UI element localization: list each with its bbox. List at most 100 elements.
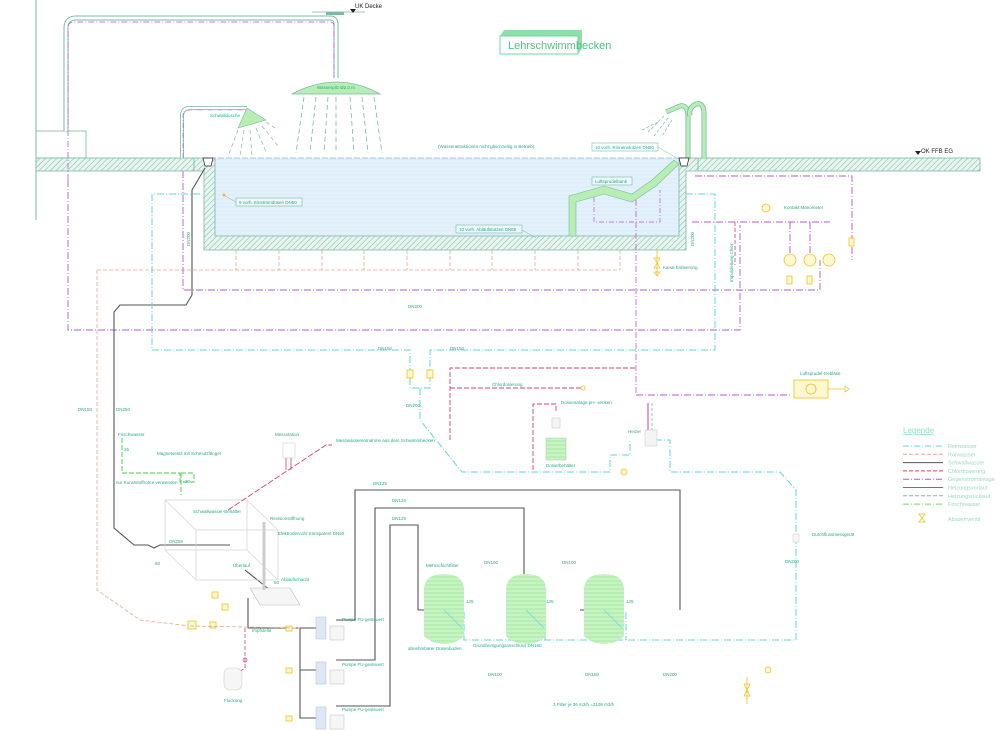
- legend: Legende ReinwasserRohwasserSchwallwasser…: [903, 426, 995, 523]
- pump-2-label: Pumpe FU-gesteuert: [342, 662, 385, 667]
- legend-item: Reinwasser: [903, 444, 977, 450]
- dosing-unit: Dosierbehälter: [545, 417, 576, 468]
- clean-water-valves: [406, 369, 628, 476]
- size-20: 20: [185, 479, 191, 484]
- pipe-size-dn100-bottom: DN100: [488, 672, 503, 677]
- chlorination-label: Chlordosierung: [492, 382, 523, 387]
- inspection-opening-label: Revisionsöffnung: [270, 516, 305, 521]
- gutter-outlets-label: 10 vorh. Rinnenstutzen DN80: [595, 145, 655, 150]
- pipe-size-dn100-2: DN100: [562, 560, 577, 565]
- drain-shaft-label: Ablaufschacht: [281, 577, 310, 582]
- plastic-pipe-note: nur Kunststoffrohre verwenden: [116, 480, 178, 485]
- pipe-size-dn200-right: DN200: [690, 231, 695, 246]
- legend-item: Chlordosierung: [903, 469, 985, 475]
- outlet-nozzles-label: 10 vorh. Abläufstutzen DN65: [459, 227, 517, 232]
- pipe-size-dn125-3: DN125: [392, 516, 407, 521]
- legend-label: Chlordosierung: [948, 469, 985, 475]
- legend-item: Gegenstromanlage: [903, 477, 995, 483]
- contact-manometer-label: Kontakt Manometer: [784, 205, 824, 210]
- drawing-title: Lehrschwimmbecken: [508, 40, 611, 52]
- counter-current-equipment: [761, 203, 855, 285]
- floor-drain-lines: [96, 250, 621, 627]
- pool-basin: (Wasserattraktionen nicht gleichzeitig i…: [193, 144, 699, 395]
- drain-shaft: [249, 522, 301, 606]
- ph-dosing-label: Dosieranlage pH- senken: [561, 400, 612, 405]
- dosing-tank-label: Dosierbehälter: [546, 463, 576, 468]
- injection-point-label: Impfstelle: [252, 628, 272, 633]
- pipe-size-dn200-mid: DN200: [406, 403, 421, 408]
- counter-current-lines: [67, 171, 853, 396]
- measurement-station-label: Messstation: [275, 432, 300, 437]
- surge-tank-label: Schwallwasser-Behälter: [193, 509, 242, 514]
- electrode-probe-label: Elektrodenrohr transparent DN50: [278, 531, 345, 536]
- pump-1: Pumpe FU-gesteuert: [315, 616, 385, 641]
- filter-capacity-note: 3 Filter je 36 m3/h =3108 m3/h: [553, 702, 615, 707]
- legend-armature-icon: [918, 513, 926, 523]
- pump-3-label: Pumpe FU-gesteuert: [342, 707, 385, 712]
- air-blower-label: Luftsprudel-Gebläse: [800, 371, 841, 376]
- filter-1: [424, 574, 464, 644]
- channel-drain: Kanal Entleerung: [653, 250, 698, 277]
- pipe-size-dn150-bottom: DN150: [585, 672, 600, 677]
- pipe-size-dn200-left: DN200: [186, 231, 191, 246]
- outlet-valve: [743, 666, 772, 704]
- pipe-size-dn150-b: DN150: [450, 346, 465, 351]
- legend-item: Heizungsvorlauf: [903, 486, 988, 492]
- pipe-size-dn150-a: DN150: [378, 346, 393, 351]
- backwash-connection-label: Grundreinigungsanschluss DN150: [473, 643, 542, 648]
- pipe-size-dn125-1: DN125: [373, 481, 388, 486]
- filter-3: [584, 574, 624, 644]
- removable-nozzles-label: abnehmbarer Düsenboden: [408, 646, 462, 651]
- filter-size-125a: 125: [466, 599, 474, 604]
- neck-shower: Schwalldusche: [180, 106, 279, 158]
- size-50b: 50: [274, 580, 280, 585]
- pipe-size-dn250-left: DN250: [116, 407, 131, 412]
- overflow-label: Überlauf: [233, 562, 251, 568]
- flow-meter-label: Durchflussmessgerät: [812, 532, 855, 537]
- legend-label: Heizungsvorlauf: [948, 486, 988, 492]
- size-25: 25: [124, 447, 130, 452]
- building-structure: UK Decke OK FFB EG: [35, 0, 981, 220]
- legend-label: Reinwasser: [948, 444, 977, 450]
- sample-water-line: [227, 444, 332, 511]
- ceiling-level-label: UK Decke: [355, 4, 383, 10]
- floor-level-label: OK FFB EG: [921, 149, 953, 155]
- pump-1-label: Pumpe FU-gesteuert: [342, 617, 385, 622]
- pool-note: (Wasserattraktionen nicht gleichzeitig i…: [438, 144, 535, 149]
- heater: Heizer: [628, 403, 658, 447]
- chlorination-lines: [449, 367, 635, 470]
- water-mushroom: Wasserpilz Ø2,0 m: [291, 81, 383, 154]
- floor-slab-right: [697, 157, 981, 172]
- flocculation-label: Flockung: [224, 698, 243, 703]
- measurement-station: Messstation: [275, 432, 300, 470]
- filter-2: [506, 574, 546, 644]
- legend-item: Rohwasser: [903, 452, 976, 458]
- inlet-nozzles-label: 9 vorh. Einströmdüsen DN50: [239, 200, 297, 205]
- heater-label: Heizer: [628, 429, 642, 434]
- air-blower: Luftsprudel-Gebläse: [793, 371, 850, 399]
- fresh-water-label: Frischwasser: [118, 432, 145, 437]
- legend-label: Frischwasser: [948, 502, 981, 508]
- gooseneck-jets: 10 vorh. Rinnenstutzen DN80: [591, 101, 707, 161]
- legend-label: Rohwasser: [948, 452, 976, 458]
- legend-item: Schwallwasser: [903, 461, 985, 467]
- pipe-size-dn200-bottom: DN200: [663, 672, 678, 677]
- pumps: Pumpe FU-gesteuert Pumpe FU-gesteuert Pu…: [315, 616, 385, 730]
- tank-dn250-label: DN250: [169, 539, 184, 544]
- size-50a: 50: [155, 561, 161, 566]
- floor-slab-left: [35, 157, 195, 172]
- fresh-water-line: [121, 438, 195, 495]
- mushroom-supply-pipe: [63, 12, 344, 180]
- legend-label: Schwallwasser: [948, 461, 985, 467]
- legend-item: Frischwasser: [903, 502, 981, 508]
- neck-shower-label: Schwalldusche: [210, 113, 241, 118]
- raw-water-valves: [187, 591, 293, 722]
- impulse-line-label: Impulsleitung Chlor: [729, 243, 734, 282]
- legend-label: Gegenstromanlage: [948, 477, 995, 483]
- pipe-size-dn125-2: DN125: [392, 498, 407, 503]
- title-block: Lehrschwimmbecken: [499, 30, 611, 55]
- filters: [424, 574, 624, 644]
- legend-label: Heizungsrücklauf: [948, 494, 991, 500]
- flocculation-unit: Flockung Impfstelle: [223, 628, 272, 703]
